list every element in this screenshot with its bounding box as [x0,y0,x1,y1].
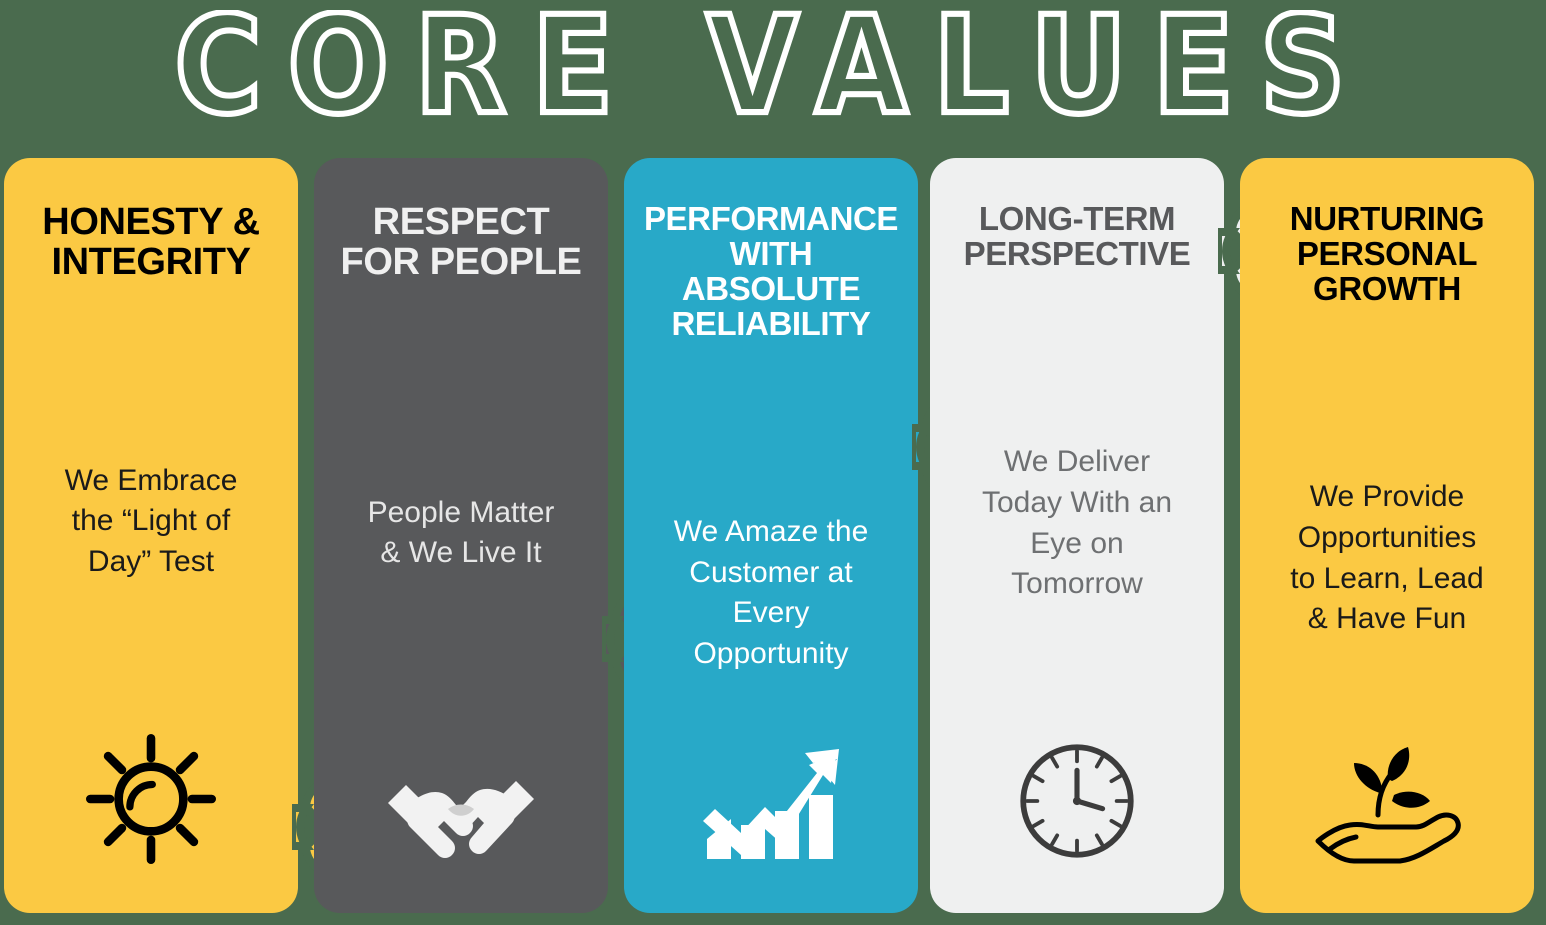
value-card-respect-for-people[interactable]: RESPECT FOR PEOPLE People Matter & We Li… [314,158,676,913]
card-title: NURTURING PERSONAL GROWTH [1289,200,1485,307]
card-body-text: We Provide Opportunities to Learn, Lead … [1290,479,1484,636]
card-body-text: We Deliver Today With an Eye on Tomorrow [981,444,1173,601]
card-title: LONG-TERM PERSPECTIVE [963,200,1191,272]
value-card-long-term-perspective[interactable]: LONG-TERM PERSPECTIVE We Deliver Today W… [930,158,1292,913]
card-body-text: We Embrace the “Light of Day” Test [64,463,238,579]
sun-icon [4,733,298,865]
card-title: PERFORMANCE WITH ABSOLUTE RELIABILITY [643,200,899,342]
handshake-icon [314,735,608,865]
card-body-text: People Matter & We Live It [367,495,555,570]
growth-chart-icon [624,735,918,865]
page-title: CORE VALUES [0,0,1546,150]
card-title: HONESTY & INTEGRITY [42,201,260,284]
clock-icon [930,735,1224,865]
value-card-honesty-integrity[interactable]: HONESTY & INTEGRITY We Embrace the “Ligh… [4,158,366,913]
card-body-text: We Amaze the Customer at Every Opportuni… [673,514,869,671]
value-card-performance-reliability[interactable]: PERFORMANCE WITH ABSOLUTE RELIABILITY We… [624,158,986,913]
hand-plant-icon [1240,735,1534,865]
values-card-row: HONESTY & INTEGRITY We Embrace the “Ligh… [0,158,1546,913]
svg-text:CORE VALUES: CORE VALUES [175,10,1372,140]
page-title-outlined-text: CORE VALUES [172,10,1372,140]
card-title: RESPECT FOR PEOPLE [340,201,582,284]
value-card-nurturing-personal-growth[interactable]: NURTURING PERSONAL GROWTH We Provide Opp… [1240,158,1534,913]
